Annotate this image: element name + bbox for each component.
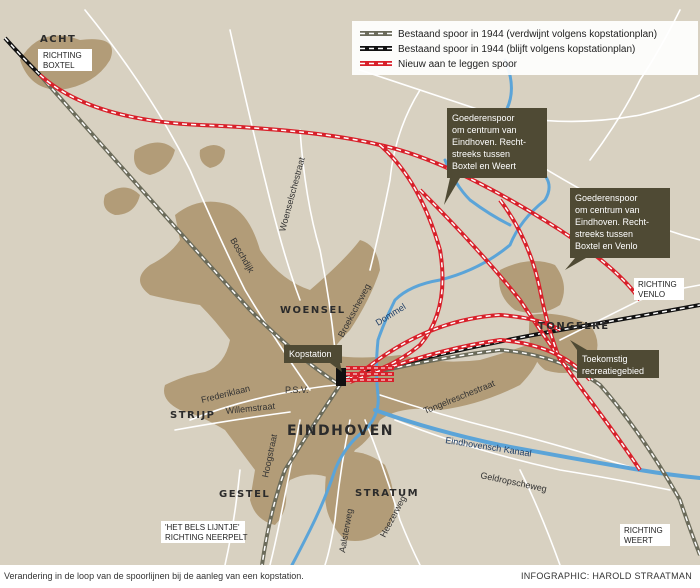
place-eindhoven: EINDHOVEN <box>287 423 394 439</box>
svg-text:'HET BELS LIJNTJE': 'HET BELS LIJNTJE' <box>165 523 240 532</box>
svg-text:WEERT: WEERT <box>624 536 653 545</box>
svg-text:RICHTING NEERPELT: RICHTING NEERPELT <box>165 533 248 542</box>
place-acht: ACHT <box>40 34 76 45</box>
svg-text:streeks tussen: streeks tussen <box>575 229 633 239</box>
kopstation-block <box>336 368 346 386</box>
place-stratum: STRATUM <box>355 488 419 499</box>
svg-text:Goederenspoor: Goederenspoor <box>452 113 515 123</box>
svg-text:om centrum van: om centrum van <box>575 205 640 215</box>
svg-text:streeks tussen: streeks tussen <box>452 149 510 159</box>
legend: Bestaand spoor in 1944 (verdwijnt volgen… <box>352 21 698 75</box>
svg-text:recreatiegebied: recreatiegebied <box>582 366 644 376</box>
svg-text:Toekomstig: Toekomstig <box>582 354 628 364</box>
svg-text:BOXTEL: BOXTEL <box>43 61 75 70</box>
railway-map: ACHT WOENSEL TONGELRE STRIJP EINDHOVEN G… <box>0 0 700 565</box>
place-tongelre: TONGELRE <box>538 321 610 332</box>
svg-text:Eindhoven. Recht-: Eindhoven. Recht- <box>575 217 649 227</box>
place-strijp: STRIJP <box>170 410 216 421</box>
svg-text:RICHTING: RICHTING <box>624 526 663 535</box>
svg-text:VENLO: VENLO <box>638 290 665 299</box>
svg-text:om centrum van: om centrum van <box>452 125 517 135</box>
legend-item-kept: Bestaand spoor in 1944 (blijft volgens k… <box>360 44 635 55</box>
svg-text:Bestaand spoor in 1944 (blijft: Bestaand spoor in 1944 (blijft volgens k… <box>398 44 635 55</box>
roads <box>84 9 700 565</box>
infographic-credit: INFOGRAPHIC: HAROLD STRAATMAN <box>520 571 692 581</box>
callout-recreatie: Toekomstig recreatiegebied <box>570 340 659 378</box>
svg-text:Bestaand spoor in 1944 (verdwi: Bestaand spoor in 1944 (verdwijnt volgen… <box>398 29 657 40</box>
svg-text:Nieuw aan te leggen spoor: Nieuw aan te leggen spoor <box>398 59 518 70</box>
legend-item-removed: Bestaand spoor in 1944 (verdwijnt volgen… <box>360 29 657 40</box>
direction-weert: RICHTING WEERT <box>620 524 670 546</box>
direction-venlo: RICHTING VENLO <box>634 278 684 300</box>
street-psv: P.S.V. <box>285 385 309 395</box>
place-woensel: WOENSEL <box>280 305 346 316</box>
svg-text:RICHTING: RICHTING <box>638 280 677 289</box>
svg-text:RICHTING: RICHTING <box>43 51 82 60</box>
svg-text:Eindhoven. Recht-: Eindhoven. Recht- <box>452 137 526 147</box>
place-gestel: GESTEL <box>219 489 270 500</box>
svg-text:Boxtel en Weert: Boxtel en Weert <box>452 161 516 171</box>
legend-item-new: Nieuw aan te leggen spoor <box>360 59 518 70</box>
svg-text:Kopstation: Kopstation <box>289 349 332 359</box>
footer: Verandering in de loop van de spoorlijne… <box>0 566 700 588</box>
direction-boxtel: RICHTING BOXTEL <box>38 49 92 71</box>
svg-text:Goederenspoor: Goederenspoor <box>575 193 638 203</box>
callout-goederen-venlo: Goederenspoor om centrum van Eindhoven. … <box>565 188 670 270</box>
railway-tracks <box>3 36 700 565</box>
callout-kopstation: Kopstation <box>284 345 342 372</box>
figure-caption: Verandering in de loop van de spoorlijne… <box>4 571 304 581</box>
direction-neerpelt: 'HET BELS LIJNTJE' RICHTING NEERPELT <box>161 521 248 543</box>
station-tracks <box>346 366 394 382</box>
svg-text:Boxtel en Venlo: Boxtel en Venlo <box>575 241 638 251</box>
callout-goederen-weert: Goederenspoor om centrum van Eindhoven. … <box>444 108 547 205</box>
